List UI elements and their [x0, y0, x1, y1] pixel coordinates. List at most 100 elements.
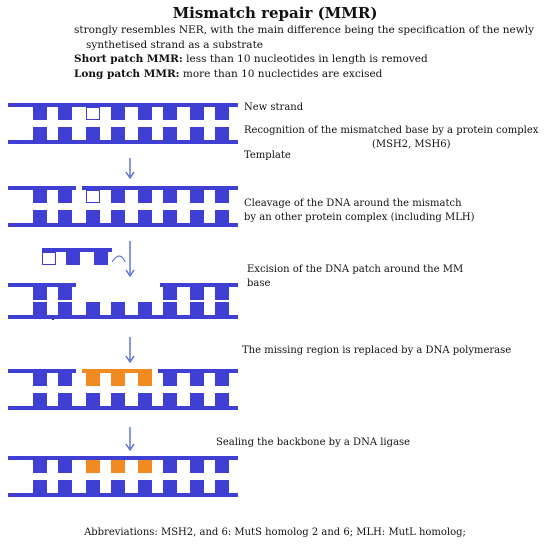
mismatched-nucleotide [86, 190, 100, 203]
nucleotide [94, 252, 108, 265]
excised-backbone [42, 248, 112, 252]
new-strand-nucleotide [33, 190, 47, 203]
template-nucleotide [215, 210, 229, 223]
short-patch-text: less than 10 nucleotides in length is re… [182, 53, 428, 65]
template-nucleotide [138, 393, 152, 406]
template-nucleotide [86, 393, 100, 406]
template-nucleotide [58, 393, 72, 406]
template-nucleotide [163, 302, 177, 315]
template-nucleotide [215, 302, 229, 315]
backbone [82, 186, 238, 190]
new-strand-nucleotide [138, 107, 152, 120]
step-5-text: Sealing the backbone by a DNA ligase [216, 437, 411, 448]
short-patch-line: Short patch MMR: less than 10 nucleotide… [74, 52, 544, 67]
template-backbone [8, 140, 238, 144]
template-nucleotide [190, 302, 204, 315]
new-strand-backbone [8, 103, 238, 107]
backbone [8, 283, 76, 287]
template-nucleotide [190, 127, 204, 140]
step-2-text: Cleavage of the DNA around the mismatch [244, 198, 462, 209]
nucleotide [215, 287, 229, 300]
template-nucleotide [163, 480, 177, 493]
new-strand-nucleotide [33, 373, 47, 386]
template-backbone [8, 493, 238, 497]
intro-text: strongly resembles NER, with the main di… [74, 23, 544, 81]
new-strand-label: New strand [244, 102, 304, 113]
replaced-backbone [82, 369, 152, 373]
step-1-text: Recognition of the mismatched base by a … [244, 125, 539, 136]
nucleotide [66, 252, 80, 265]
template-nucleotide [138, 480, 152, 493]
template-nucleotide [86, 302, 100, 315]
template-nucleotide [138, 302, 152, 315]
backbone [8, 186, 76, 190]
new-strand-nucleotide [163, 190, 177, 203]
template-nucleotide [138, 210, 152, 223]
nucleotide [163, 287, 177, 300]
dna-diagram-group [8, 103, 238, 497]
nucleotide [190, 287, 204, 300]
template-nucleotide [111, 210, 125, 223]
replaced-nucleotide [111, 373, 125, 386]
new-strand-nucleotide [163, 107, 177, 120]
new-strand-nucleotide [33, 107, 47, 120]
template-nucleotide [58, 480, 72, 493]
template-nucleotide [111, 393, 125, 406]
template-nucleotide [58, 210, 72, 223]
backbone [160, 283, 238, 287]
template-nucleotide [190, 210, 204, 223]
new-strand-nucleotide [190, 107, 204, 120]
template-label: Template [244, 150, 291, 161]
new-strand-nucleotide [190, 373, 204, 386]
short-patch-label: Short patch MMR: [74, 53, 183, 65]
new-strand-nucleotide [215, 190, 229, 203]
new-strand-nucleotide [33, 460, 47, 473]
long-patch-line: Long patch MMR: more than 10 nuclectides… [74, 67, 544, 82]
template-nucleotide [33, 302, 47, 315]
template-nucleotide [163, 393, 177, 406]
template-nucleotide [190, 393, 204, 406]
step-arrow-head [125, 443, 135, 452]
new-strand-nucleotide [58, 107, 72, 120]
step-arrow-head [125, 269, 135, 278]
template-nucleotide [86, 480, 100, 493]
long-patch-text: more than 10 nuclectides are excised [179, 67, 383, 80]
template-nucleotide [111, 127, 125, 140]
template-nucleotide [33, 127, 47, 140]
step-2-text-2: by an other protein complex (including M… [244, 212, 475, 223]
template-nucleotide [163, 127, 177, 140]
template-nucleotide [86, 127, 100, 140]
replaced-nucleotide [138, 373, 152, 386]
step-arrow-head [125, 355, 135, 364]
template-nucleotide [163, 210, 177, 223]
new-strand-nucleotide [58, 190, 72, 203]
template-nucleotide [33, 393, 47, 406]
template-nucleotide [86, 210, 100, 223]
mismatched-nucleotide [86, 107, 100, 120]
new-strand-nucleotide [190, 190, 204, 203]
step-3-text: Excision of the DNA patch around the MM [247, 264, 464, 275]
template-nucleotide [111, 480, 125, 493]
new-strand-nucleotide [111, 107, 125, 120]
template-nucleotide [215, 393, 229, 406]
template-nucleotide [58, 127, 72, 140]
template-nucleotide [33, 210, 47, 223]
template-nucleotide [138, 127, 152, 140]
abbreviations-footer: Abbreviations: MSH2, and 6: MutS homolog… [84, 527, 466, 538]
new-strand-nucleotide [215, 107, 229, 120]
template-nucleotide [215, 480, 229, 493]
intro-line-2: synthetised strand as a substrate [86, 38, 264, 51]
new-strand-nucleotide [163, 460, 177, 473]
template-nucleotide [33, 480, 47, 493]
backbone [158, 369, 238, 373]
step-3-text-2: base [247, 278, 271, 289]
mismatched-nucleotide [42, 252, 56, 265]
template-nucleotide [58, 302, 72, 315]
new-strand-nucleotide [58, 460, 72, 473]
replaced-nucleotide [138, 460, 152, 473]
new-strand-nucleotide [215, 373, 229, 386]
page-title: Mismatch repair (MMR) [172, 4, 378, 22]
new-strand-nucleotide [58, 373, 72, 386]
step-4-text: The missing region is replaced by a DNA … [242, 345, 512, 356]
